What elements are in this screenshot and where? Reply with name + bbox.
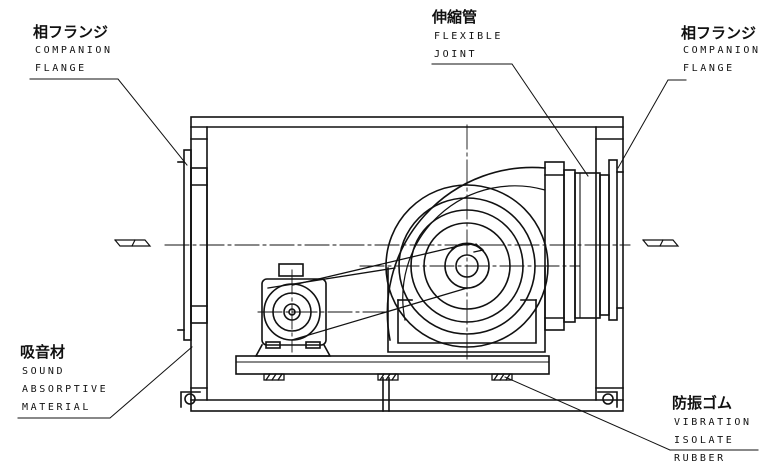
leader-lines — [17, 63, 759, 451]
vibration-rubber-ja: 防振ゴム — [672, 394, 733, 412]
companion-flange-left-ja: 相フランジ — [33, 23, 109, 41]
motor — [254, 263, 332, 357]
sound-absorptive-ja: 吸音材 — [20, 343, 66, 361]
right-companion-flange — [599, 159, 624, 321]
companion-flange-right-ja: 相フランジ — [681, 24, 757, 42]
sound-absorptive-en-2: ABSORPTIVE — [22, 384, 109, 395]
vibration-rubber-en-2: ISOLATE — [674, 435, 735, 446]
vibration-isolators — [263, 373, 513, 381]
casing — [180, 116, 624, 412]
flexible-joint-en-2: JOINT — [434, 49, 478, 60]
vibration-rubber-en-3: RUBBER — [674, 453, 726, 464]
airflow-arrow-left — [114, 239, 152, 247]
common-base — [235, 355, 550, 375]
sound-absorptive-en-1: SOUND — [22, 366, 66, 377]
companion-flange-right-en-2: FLANGE — [683, 63, 735, 74]
airflow-arrow-right — [642, 239, 680, 247]
companion-flange-right-en-1: COMPANION — [683, 45, 761, 56]
companion-flange-left-en-2: FLANGE — [35, 63, 87, 74]
centerlines — [164, 124, 631, 363]
vibration-rubber-en-1: VIBRATION — [674, 417, 752, 428]
fan-scroll — [385, 161, 576, 348]
v-belts — [267, 243, 468, 341]
flexible-joint-ja: 伸縮管 — [432, 8, 478, 26]
flexible-joint-en-1: FLEXIBLE — [434, 31, 503, 42]
companion-flange-left-en-1: COMPANION — [35, 45, 113, 56]
sound-absorptive-en-3: MATERIAL — [22, 402, 91, 413]
